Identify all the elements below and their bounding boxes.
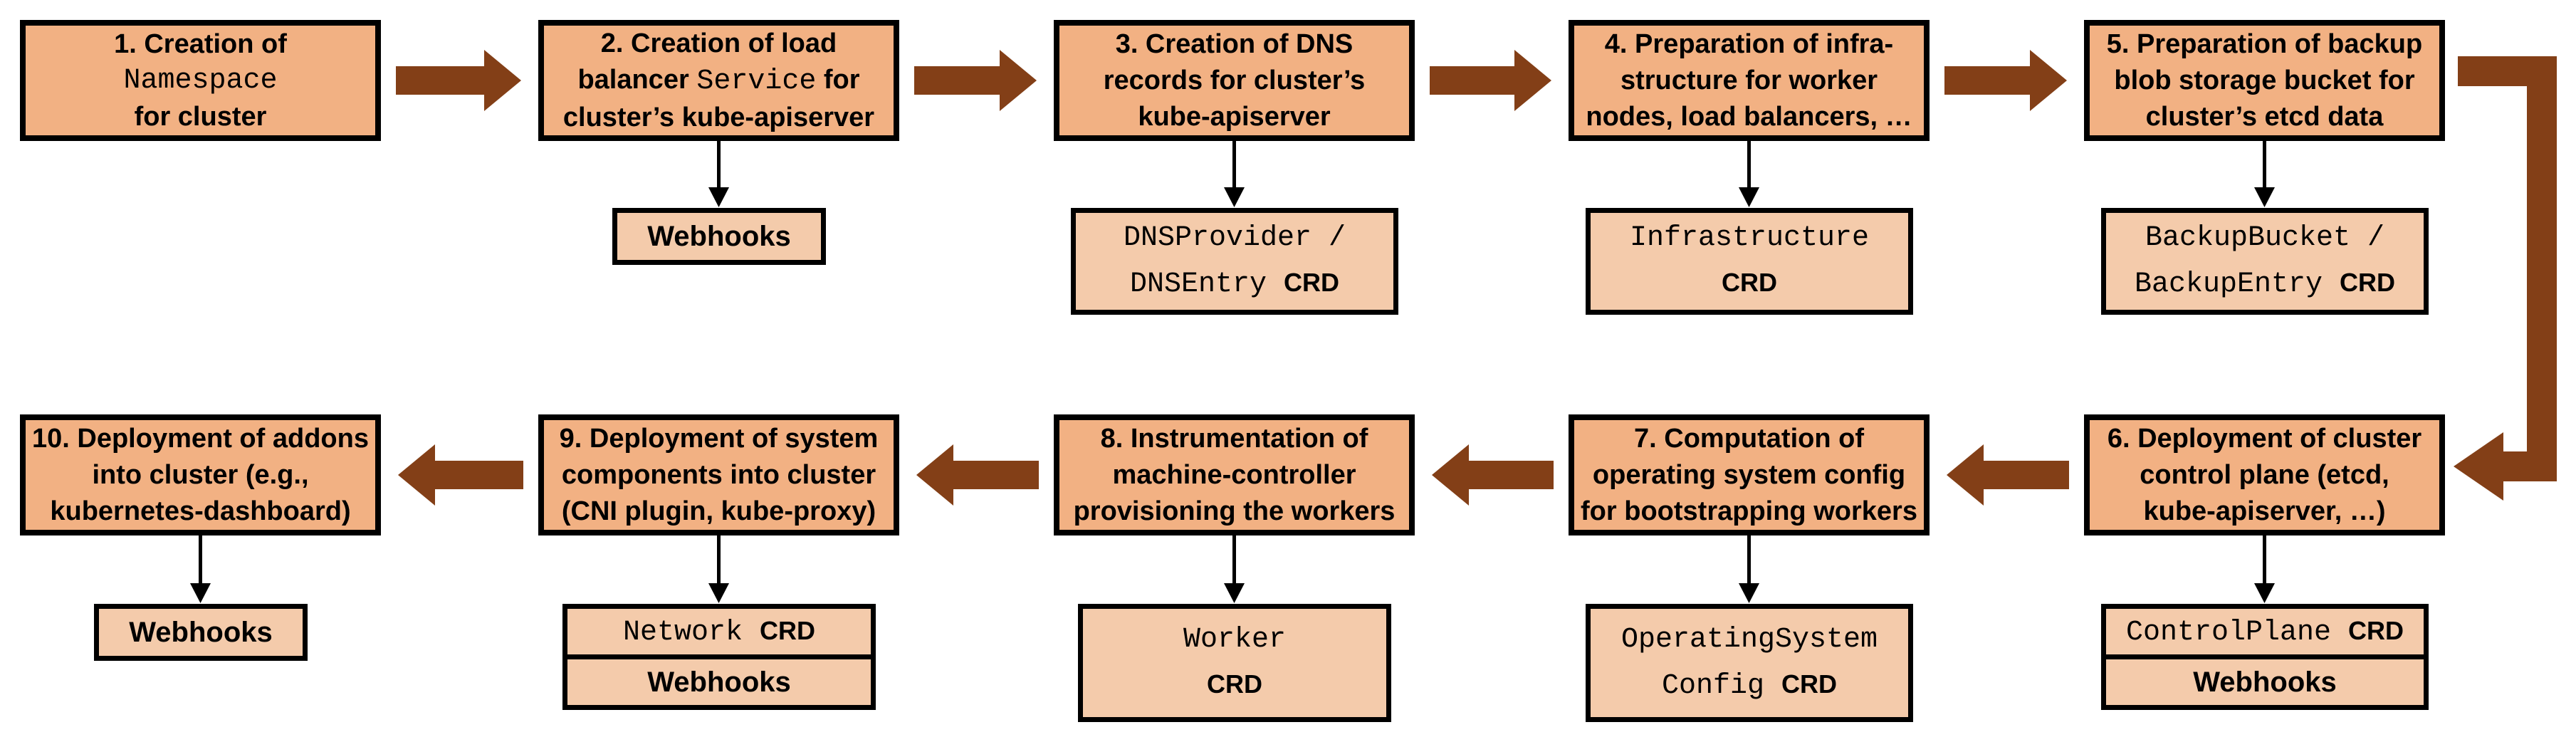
step-2-line3: cluster’s kube-apiserver [562,102,875,132]
step-5-box: 5. Preparation of backup blob storage bu… [2084,20,2445,141]
webhooks-label: Webhooks [647,221,791,252]
step-1-line3: for cluster [134,101,267,132]
flow-arrow-step1-to-step2 [396,50,521,111]
connector-arrow-step10-webhooks [190,535,211,603]
flow-arrow-step2-to-step3 [914,50,1037,111]
flow-arrow-step5-to-step6-head [2454,432,2503,501]
connector-arrow-step6-controlplane-crd [2254,535,2275,603]
step-10-box: 10. Deployment of addons into cluster (e… [20,414,381,535]
crd-line1: BackupBucket / [2145,221,2385,254]
connector-arrow-step8-worker-crd [1224,535,1245,603]
crd-line2: Config CRD [1661,669,1838,702]
crd-line2: BackupEntry CRD [2134,267,2396,301]
flow-arrow-step3-to-step4 [1430,50,1551,111]
step-6-line1: 6. Deployment of cluster [2107,423,2422,454]
step-6-line3: kube-apiserver, …) [2143,496,2386,526]
step-9-box: 9. Deployment of system components into … [538,414,899,535]
step-6-line2: control plane (etcd, [2140,459,2389,490]
crd-line2: DNSEntry CRD [1129,267,1340,301]
step-2-line1: 2. Creation of load [600,28,837,58]
webhooks-label: Webhooks [2193,667,2337,698]
crd-box-infrastructure: Infrastructure CRD [1586,208,1913,315]
step-7-box: 7. Computation of operating system confi… [1569,414,1930,535]
step-5-line1: 5. Preparation of backup [2106,28,2423,59]
webhooks-box-step6: Webhooks [2101,654,2429,710]
step-7-line2: operating system config [1592,459,1906,490]
step-7-line3: for bootstrapping workers [1581,496,1917,526]
webhooks-box-step9: Webhooks [562,654,876,710]
crd-line1: Network CRD [622,615,816,649]
crd-line2: CRD [1722,267,1777,297]
webhooks-box-step10: Webhooks [94,604,308,661]
webhooks-label: Webhooks [129,617,273,648]
crd-line1: Infrastructure [1629,221,1870,254]
crd-box-controlplane: ControlPlane CRD [2101,604,2429,659]
step-1-box: 1. Creation of Namespace for cluster [20,20,381,141]
step-4-line3: nodes, load balancers, … [1586,101,1912,132]
step-6-box: 6. Deployment of cluster control plane (… [2084,414,2445,535]
crd-box-operatingsystemconfig: OperatingSystem Config CRD [1586,604,1913,722]
step-4-line1: 4. Preparation of infra- [1604,28,1894,59]
step-10-line2: into cluster (e.g., [92,459,309,490]
step-3-line2: records for cluster’s [1103,65,1366,95]
flow-arrow-step7-to-step8 [1432,444,1554,506]
step-3-line3: kube-apiserver [1138,101,1331,132]
crd-line1: OperatingSystem [1621,623,1878,656]
connector-arrow-step9-network-crd [708,535,729,603]
flow-arrow-step5-to-step6-elbow [2458,56,2557,481]
crd-box-network: Network CRD [562,604,876,659]
flow-arrow-step9-to-step10 [398,444,523,506]
flow-arrow-step4-to-step5 [1944,50,2067,111]
step-2-line2: balancer Service for [577,64,860,98]
webhooks-label: Webhooks [647,667,791,698]
step-4-line2: structure for worker [1620,65,1878,95]
connector-arrow-step7-osc-crd [1739,535,1759,603]
crd-box-dnsprovider-dnsentry: DNSProvider / DNSEntry CRD [1071,208,1398,315]
step-3-box: 3. Creation of DNS records for cluster’s… [1054,20,1415,141]
step-4-box: 4. Preparation of infra- structure for w… [1569,20,1930,141]
connector-arrow-step5-backup-crd [2254,141,2275,207]
step-5-line2: blob storage bucket for [2114,65,2415,95]
crd-line1: Worker [1183,623,1287,656]
step-10-line1: 10. Deployment of addons [32,423,369,454]
step-8-line2: machine-controller [1112,459,1356,490]
connector-arrow-step4-infrastructure-crd [1739,141,1759,207]
step-8-line1: 8. Instrumentation of [1100,423,1368,454]
step-5-line3: cluster’s etcd data [2145,101,2384,132]
connector-arrow-step3-dns-crd [1224,141,1245,207]
step-9-line3: (CNI plugin, kube-proxy) [561,496,876,526]
crd-box-worker: Worker CRD [1078,604,1391,722]
webhooks-box-step2: Webhooks [612,208,826,265]
crd-line1: DNSProvider / [1123,221,1346,254]
flow-arrow-step6-to-step7 [1947,444,2069,506]
step-1-line1: 1. Creation of [114,28,287,59]
flow-arrow-step8-to-step9 [916,444,1039,506]
step-8-box: 8. Instrumentation of machine-controller… [1054,414,1415,535]
step-1-line2: Namespace [123,64,278,97]
crd-line1: ControlPlane CRD [2125,615,2404,649]
step-2-box: 2. Creation of load balancer Service for… [538,20,899,141]
crd-box-backupbucket-backupentry: BackupBucket / BackupEntry CRD [2101,208,2429,315]
crd-line2: CRD [1207,669,1262,699]
step-10-line3: kubernetes-dashboard) [50,496,351,526]
connector-arrow-step2-webhooks [708,141,729,207]
step-7-line1: 7. Computation of [1634,423,1864,454]
step-9-line2: components into cluster [561,459,876,490]
step-9-line1: 9. Deployment of system [559,423,879,454]
step-3-line1: 3. Creation of DNS [1115,28,1354,59]
step-8-line3: provisioning the workers [1073,496,1396,526]
